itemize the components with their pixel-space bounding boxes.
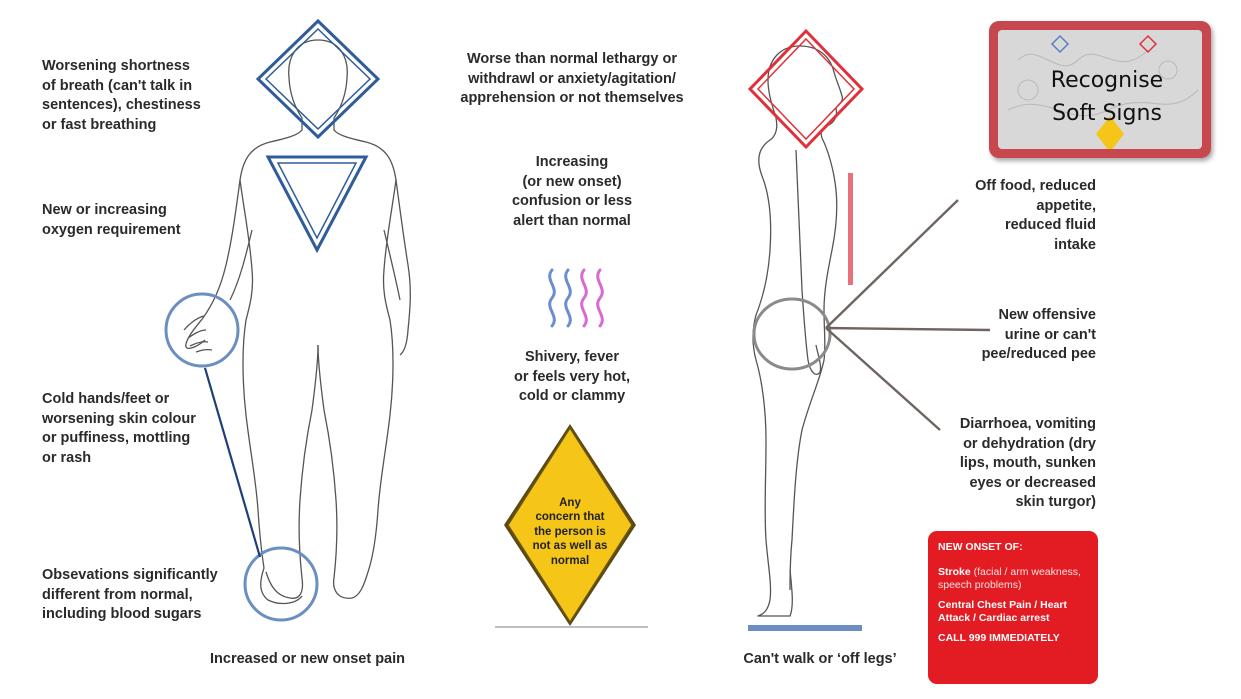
stroke-detail: (facial / arm weakness, speech problems) bbox=[938, 566, 1081, 591]
badge-panel: Recognise Soft Signs bbox=[998, 30, 1202, 149]
front-body-figure bbox=[183, 39, 411, 605]
pointer-lines bbox=[825, 199, 991, 431]
label-confusion: Increasing (or new onset) confusion or l… bbox=[511, 154, 633, 229]
soft-signs-badge: Recognise Soft Signs bbox=[989, 21, 1211, 158]
connector-line bbox=[203, 367, 262, 558]
label-food: Off food, reduced appetite, reduced flui… bbox=[975, 178, 1096, 253]
label-urine: New offensive urine or can't pee/reduced… bbox=[981, 307, 1096, 362]
diamond-icon bbox=[747, 28, 865, 150]
label-walk: Can't walk or ‘off legs’ bbox=[743, 651, 897, 667]
label-concern: Any concern that the person is not as we… bbox=[532, 496, 608, 567]
label-lethargy: Worse than normal lethargy or withdrawl … bbox=[460, 51, 684, 106]
diamond-icon bbox=[255, 18, 381, 140]
label-pain: Increased or new onset pain bbox=[210, 651, 405, 667]
label-breath: Worsening shortness of breath (can't tal… bbox=[42, 58, 201, 133]
stroke-label: Stroke bbox=[938, 566, 971, 578]
label-oxygen: New or increasing oxygen requirement bbox=[42, 202, 181, 238]
emergency-box: NEW ONSET OF: Stroke (facial / arm weakn… bbox=[928, 531, 1098, 684]
spine-bar bbox=[848, 173, 853, 285]
circle-icon bbox=[164, 292, 240, 368]
label-obs: Obsevations significantly different from… bbox=[42, 567, 218, 622]
badge-title: Recognise Soft Signs bbox=[1050, 68, 1164, 126]
label-cold: Cold hands/feet or worsening skin colour… bbox=[42, 391, 196, 466]
ground-bar bbox=[748, 625, 862, 631]
triangle-icon bbox=[265, 155, 369, 254]
emergency-chest: Central Chest Pain / Heart Attack / Card… bbox=[938, 599, 1067, 624]
circle-icon bbox=[752, 297, 832, 371]
label-shivery: Shivery, fever or feels very hot, cold o… bbox=[513, 349, 631, 404]
badge-thumbnail-icon bbox=[1007, 34, 1199, 149]
emergency-stroke: Stroke (facial / arm weakness, speech pr… bbox=[938, 566, 1088, 592]
side-body-figure bbox=[752, 45, 844, 617]
circle-icon bbox=[243, 546, 319, 622]
label-diarrhoea: Diarrhoea, vomiting or dehydration (dry … bbox=[959, 416, 1096, 510]
wavy-lines-icon bbox=[548, 268, 604, 328]
emergency-heading: NEW ONSET OF: bbox=[938, 541, 1023, 553]
warning-diamond-icon bbox=[504, 424, 636, 626]
emergency-call: CALL 999 IMMEDIATELY bbox=[938, 632, 1060, 644]
